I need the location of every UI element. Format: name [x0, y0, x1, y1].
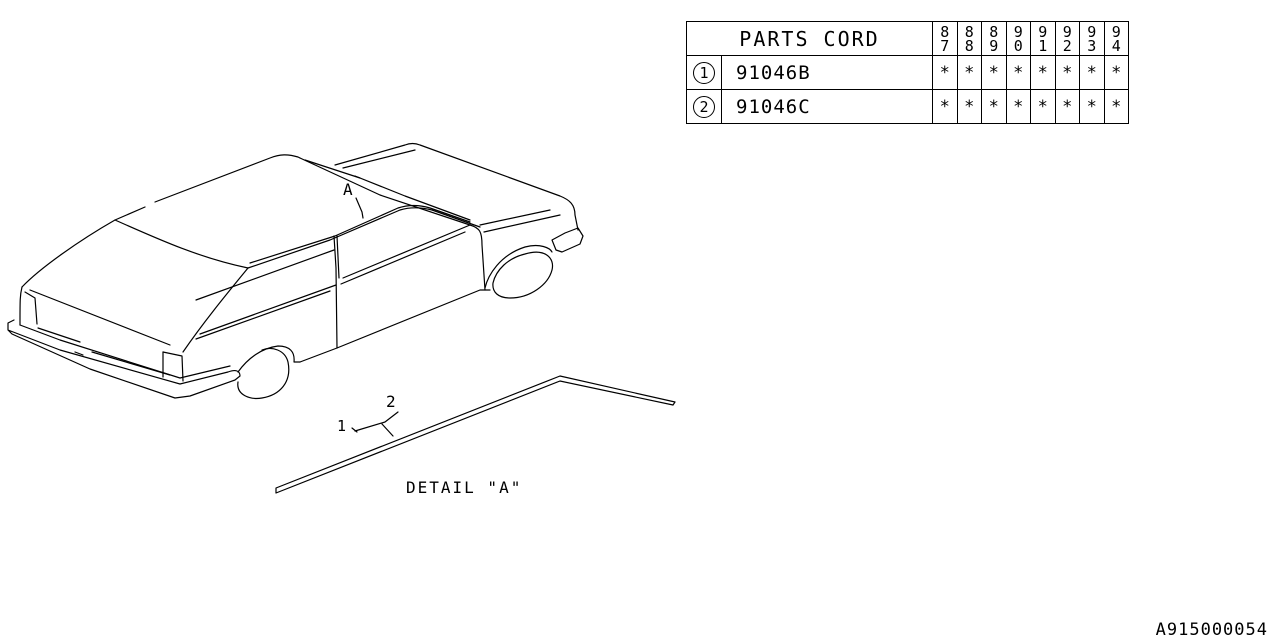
- row-index-cell: 1: [686, 55, 722, 90]
- row-index-2: 2: [693, 95, 715, 118]
- table-row: 2 91046C * * * * * * * *: [686, 89, 1129, 124]
- table-row: 1 91046B * * * * * * * *: [686, 55, 1129, 90]
- availability-mark: *: [932, 89, 958, 124]
- detail-marker-a: A: [343, 180, 353, 199]
- row-index-1: 1: [693, 61, 715, 84]
- callout-part-2: 2: [386, 392, 396, 411]
- availability-mark: *: [981, 89, 1007, 124]
- availability-mark: *: [932, 55, 958, 90]
- availability-mark: *: [1079, 89, 1105, 124]
- availability-mark: *: [1054, 55, 1080, 90]
- car-illustration: A: [7, 142, 584, 400]
- availability-mark: *: [1030, 89, 1056, 124]
- callout-part-1: 1: [337, 417, 346, 435]
- availability-mark: *: [1103, 89, 1129, 124]
- detail-a-label: DETAIL "A": [406, 478, 522, 497]
- diagram-reference-code: A915000054: [1155, 620, 1268, 640]
- availability-mark: *: [1030, 55, 1056, 90]
- availability-mark: *: [1079, 55, 1105, 90]
- availability-mark: *: [1005, 55, 1031, 90]
- availability-mark: *: [1054, 89, 1080, 124]
- availability-mark: *: [1103, 55, 1129, 90]
- availability-mark: *: [981, 55, 1007, 90]
- detail-a-drawing: 1 2 DETAIL "A": [275, 375, 676, 497]
- row-index-cell: 2: [686, 89, 722, 124]
- part-code-91046B[interactable]: 91046B: [721, 55, 933, 90]
- availability-mark: *: [1005, 89, 1031, 124]
- part-code-91046C[interactable]: 91046C: [721, 89, 933, 124]
- availability-mark: *: [956, 89, 982, 124]
- availability-mark: *: [956, 55, 982, 90]
- parts-cord-header: PARTS CORD: [686, 21, 933, 56]
